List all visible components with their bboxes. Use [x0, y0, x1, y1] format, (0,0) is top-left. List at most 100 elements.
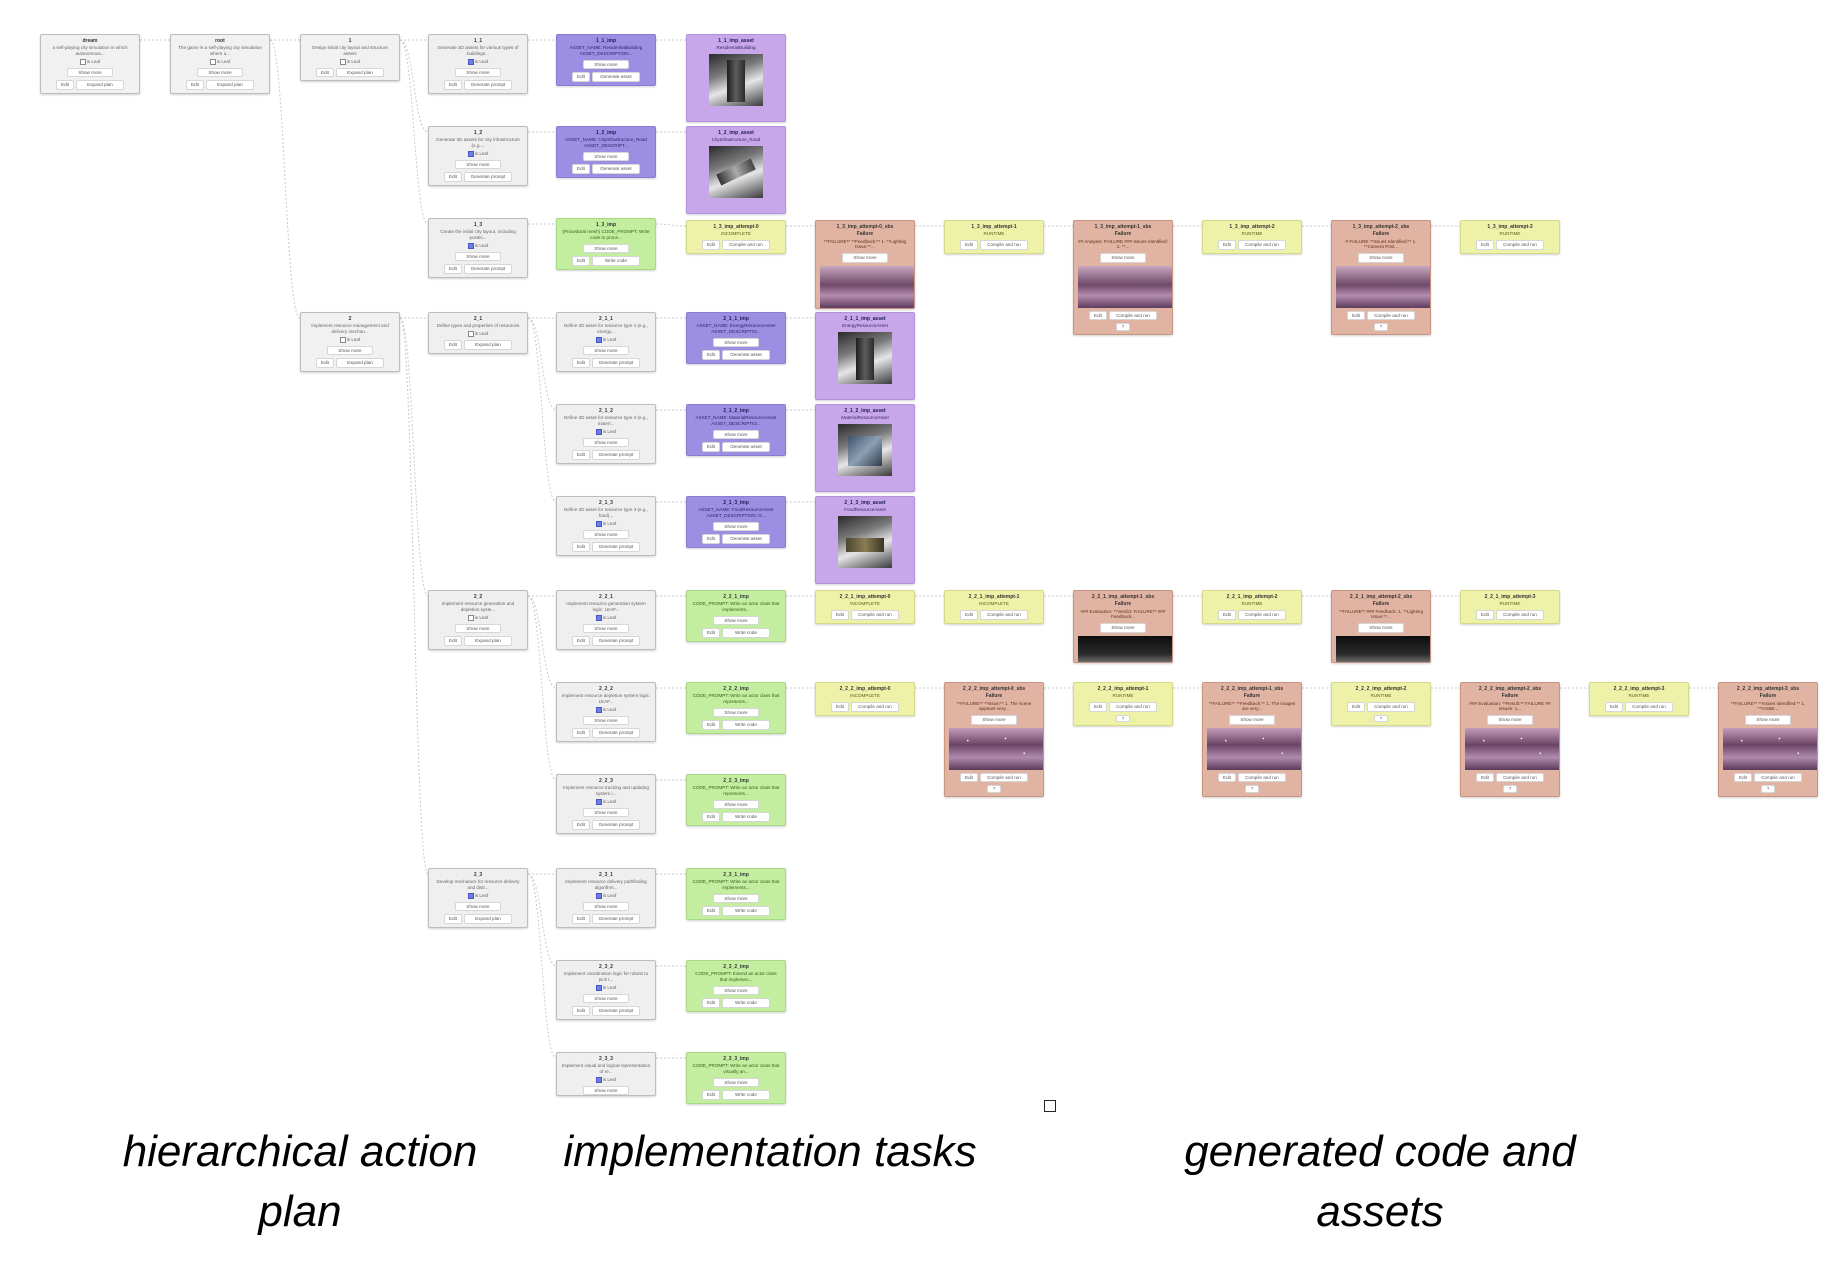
show-more-button[interactable]: Show more	[583, 993, 629, 1004]
edit-button[interactable]: Edit	[1476, 772, 1494, 783]
checkbox-icon[interactable]	[339, 336, 346, 343]
compile-and-run-button[interactable]: Compile and run	[979, 239, 1028, 250]
checkbox-icon[interactable]	[595, 428, 602, 435]
help-button[interactable]: ?	[1503, 785, 1517, 794]
show-more-button[interactable]: Show more	[327, 345, 373, 356]
generate-asset-button[interactable]: Generate asset	[721, 534, 770, 545]
show-more-button[interactable]: Show more	[583, 59, 629, 70]
write-code-button[interactable]: Write code	[721, 906, 770, 917]
edit-button[interactable]: Edit	[1218, 609, 1236, 620]
edit-button[interactable]: Edit	[572, 542, 590, 553]
show-more-button[interactable]: Show more	[1100, 252, 1146, 263]
generate-prompt-button[interactable]: Generate prompt	[463, 264, 512, 275]
expand-plan-button[interactable]: Expand plan	[463, 636, 512, 647]
checkbox-icon[interactable]	[595, 614, 602, 621]
is-leaf-checkbox[interactable]: is Leaf	[433, 330, 523, 337]
compile-and-run-button[interactable]: Compile and run	[1495, 609, 1544, 620]
edit-button[interactable]: Edit	[444, 339, 462, 350]
edit-button[interactable]: Edit	[702, 720, 720, 731]
show-more-button[interactable]: Show more	[583, 151, 629, 162]
is-leaf-checkbox[interactable]: is Leaf	[561, 520, 651, 527]
compile-and-run-button[interactable]: Compile and run	[979, 609, 1028, 620]
compile-and-run-button[interactable]: Compile and run	[1237, 239, 1286, 250]
generate-prompt-button[interactable]: Generate prompt	[591, 358, 640, 369]
generate-prompt-button[interactable]: Generate prompt	[463, 172, 512, 183]
compile-and-run-button[interactable]: Compile and run	[1237, 609, 1286, 620]
edit-button[interactable]: Edit	[572, 820, 590, 831]
show-more-button[interactable]: Show more	[1358, 252, 1404, 263]
is-leaf-checkbox[interactable]: is Leaf	[561, 706, 651, 713]
generate-prompt-button[interactable]: Generate prompt	[591, 636, 640, 647]
show-more-button[interactable]: Show more	[455, 159, 501, 170]
edit-button[interactable]: Edit	[960, 239, 978, 250]
edit-button[interactable]: Edit	[1605, 701, 1623, 712]
help-button[interactable]: ?	[1116, 714, 1130, 723]
edit-button[interactable]: Edit	[702, 998, 720, 1009]
generate-prompt-button[interactable]: Generate prompt	[591, 1006, 640, 1017]
write-code-button[interactable]: Write code	[721, 628, 770, 639]
show-more-button[interactable]: Show more	[1745, 714, 1791, 725]
edit-button[interactable]: Edit	[572, 450, 590, 461]
checkbox-icon[interactable]	[467, 330, 474, 337]
edit-button[interactable]: Edit	[572, 728, 590, 739]
help-button[interactable]: ?	[1374, 714, 1388, 723]
edit-button[interactable]: Edit	[702, 812, 720, 823]
show-more-button[interactable]: Show more	[455, 67, 501, 78]
show-more-button[interactable]: Show more	[713, 799, 759, 810]
edit-button[interactable]: Edit	[702, 534, 720, 545]
compile-and-run-button[interactable]: Compile and run	[850, 701, 899, 712]
edit-button[interactable]: Edit	[702, 350, 720, 361]
expand-plan-button[interactable]: Expand plan	[205, 80, 254, 91]
checkbox-icon[interactable]	[595, 336, 602, 343]
edit-button[interactable]: Edit	[702, 239, 720, 250]
edit-button[interactable]: Edit	[572, 1006, 590, 1017]
show-more-button[interactable]: Show more	[455, 901, 501, 912]
edit-button[interactable]: Edit	[1476, 239, 1494, 250]
edit-button[interactable]: Edit	[1734, 772, 1752, 783]
edit-button[interactable]: Edit	[444, 80, 462, 91]
show-more-button[interactable]: Show more	[583, 807, 629, 818]
generate-asset-button[interactable]: Generate asset	[721, 350, 770, 361]
show-more-button[interactable]: Show more	[1487, 714, 1533, 725]
edit-button[interactable]: Edit	[1089, 310, 1107, 321]
edit-button[interactable]: Edit	[186, 80, 204, 91]
edit-button[interactable]: Edit	[572, 164, 590, 175]
checkbox-icon[interactable]	[467, 58, 474, 65]
edit-button[interactable]: Edit	[702, 906, 720, 917]
show-more-button[interactable]: Show more	[713, 985, 759, 996]
compile-and-run-button[interactable]: Compile and run	[1495, 772, 1544, 783]
checkbox-icon[interactable]	[79, 58, 86, 65]
edit-button[interactable]: Edit	[572, 358, 590, 369]
generate-prompt-button[interactable]: Generate prompt	[591, 820, 640, 831]
is-leaf-checkbox[interactable]: is Leaf	[561, 984, 651, 991]
is-leaf-checkbox[interactable]: is Leaf	[433, 58, 523, 65]
expand-plan-button[interactable]: Expand plan	[75, 80, 124, 91]
checkbox-icon[interactable]	[467, 614, 474, 621]
generate-prompt-button[interactable]: Generate prompt	[591, 728, 640, 739]
generate-prompt-button[interactable]: Generate prompt	[591, 450, 640, 461]
